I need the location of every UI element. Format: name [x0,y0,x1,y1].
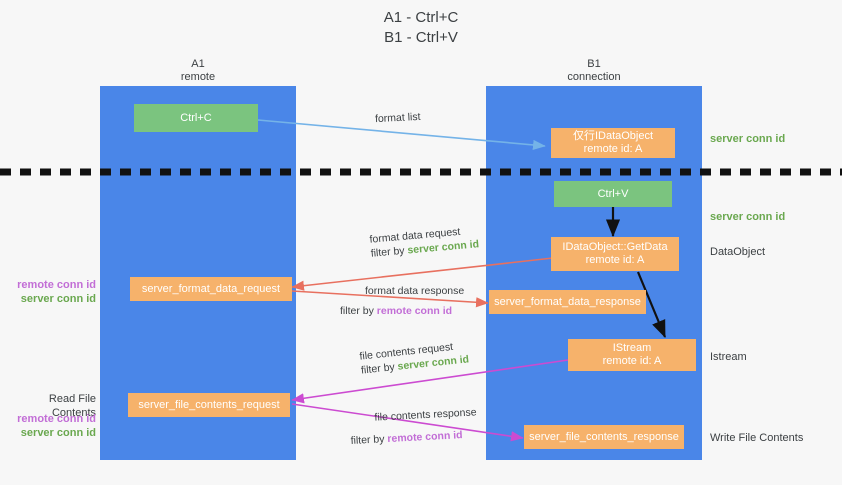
edge-format-list-text: format list [374,110,421,126]
box-server-file-contents-response[interactable]: server_file_contents_response [524,425,684,449]
box-ctrl-c-label: Ctrl+C [180,111,212,124]
filter-prefix: filter by [360,360,399,377]
column-b1-name: B1 [587,58,601,70]
edge-file-contents-response-filter: filter by remote conn id [350,427,478,448]
edge-label-file-contents-request: file contents request filter by server c… [359,338,470,377]
box-server-format-data-request-label: server_format_data_request [141,282,281,295]
filter-prefix: filter by [350,433,388,447]
annotation-read-file-contents: Read File Contents [48,393,96,419]
filter-key-remote-conn-id: remote conn id [376,305,453,317]
box-server-file-contents-request[interactable]: server_file_contents_request [128,393,290,417]
annotation-left-conn-ids-2: remote conn id server conn id [8,412,96,440]
box-getdata-line2: remote id: A [585,254,645,266]
edge-file-contents-response-text: file contents response [374,406,477,424]
annotation-write-file-contents: Write File Contents [710,432,804,444]
annotation-istream: Istream [710,351,747,363]
box-ctrl-v-label: Ctrl+V [597,187,629,200]
column-header-b1: B1 connection [486,58,702,84]
title-line-1: A1 - Ctrl+C [383,9,459,26]
box-server-file-contents-response-label: server_file_contents_response [529,430,679,443]
edge-label-format-list: format list [375,110,421,126]
column-header-a1: A1 remote [100,58,296,84]
box-idataobject[interactable]: 仅行IDataObject remote id: A [551,128,675,158]
title-line-2: B1 - Ctrl+V [384,29,458,46]
annotation-dataobject: DataObject [710,246,766,258]
box-getdata-line1: IDataObject::GetData [562,241,668,253]
column-b1-sub: connection [567,71,621,83]
edge-label-format-data-request: format data request filter by server con… [369,223,480,260]
edge-format-data-response-filter: filter by remote conn id [340,304,464,318]
annotation-remote-conn-id-2: remote conn id [17,413,96,425]
box-idataobject-line1: 仅行IDataObject [572,130,654,142]
annotation-remote-conn-id-1: remote conn id [17,279,96,291]
box-ctrl-v[interactable]: Ctrl+V [554,181,672,207]
filter-prefix: filter by [370,244,408,260]
column-a1-sub: remote [180,71,216,83]
page-title: A1 - Ctrl+C B1 - Ctrl+V [0,8,842,48]
annotation-server-conn-id-2: server conn id [20,427,96,439]
box-server-format-data-response-label: server_format_data_response [494,295,641,308]
annotation-server-conn-id-1: server conn id [20,293,96,305]
box-ctrl-c[interactable]: Ctrl+C [134,104,258,132]
filter-key-remote-conn-id: remote conn id [387,429,463,446]
box-server-file-contents-request-label: server_file_contents_request [138,398,280,411]
box-istream-line2: remote id: A [602,355,662,367]
box-idataobject-getdata[interactable]: IDataObject::GetData remote id: A [551,237,679,271]
box-server-format-data-response[interactable]: server_format_data_response [489,290,646,314]
annotation-server-conn-id-mid: server conn id [710,211,786,223]
edge-label-format-data-response: format data response filter by remote co… [340,284,465,318]
filter-prefix: filter by [340,305,377,317]
annotation-left-conn-ids-1: remote conn id server conn id [8,278,96,306]
annotation-server-conn-id-top: server conn id [710,133,786,145]
column-a1-name: A1 [191,58,205,70]
edge-format-data-response-text: format data response [365,285,465,297]
box-idataobject-line2: remote id: A [583,143,643,155]
box-istream-line1: IStream [612,342,652,354]
edge-label-file-contents-response: file contents response filter by remote … [350,405,478,447]
box-server-format-data-request[interactable]: server_format_data_request [130,277,292,301]
box-istream[interactable]: IStream remote id: A [568,339,696,371]
